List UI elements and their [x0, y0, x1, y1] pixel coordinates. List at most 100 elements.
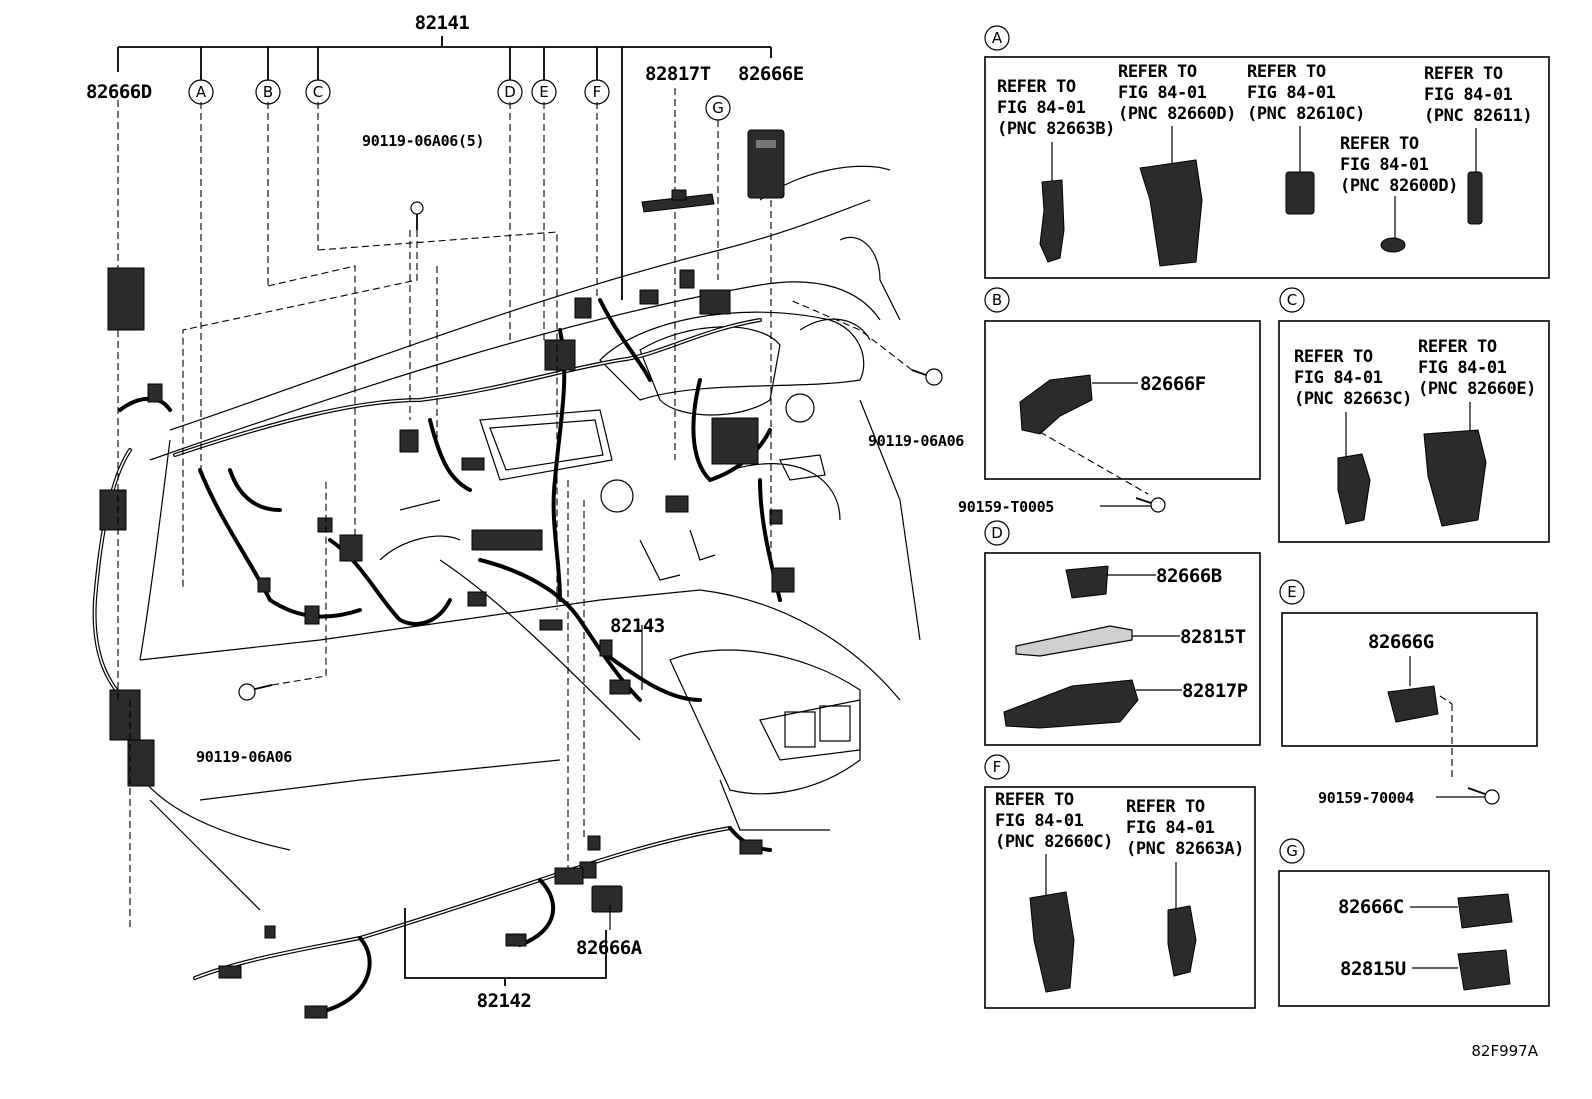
svg-text:FIG 84-01: FIG 84-01 — [1294, 368, 1383, 388]
svg-text:C: C — [1287, 291, 1297, 309]
svg-text:(PNC 82610C): (PNC 82610C) — [1247, 104, 1365, 124]
harness-82142-wires — [193, 826, 772, 1014]
label-82142: 82142 — [477, 990, 532, 1012]
label-bolt-right: 90119-06A06 — [868, 432, 964, 450]
detail-g-panel: G 82666C 82815U — [1278, 838, 1550, 1007]
detail-a-ref-1: REFER TO FIG 84-01 (PNC 82663B) — [997, 77, 1115, 139]
part-82666G-icon — [1387, 685, 1439, 723]
label-82815U: 82815U — [1340, 958, 1406, 980]
detail-a-parts-icons — [1039, 126, 1483, 267]
bolt-left-icon — [238, 683, 273, 701]
part-82666F-icon — [1019, 374, 1093, 435]
callout-c: C — [305, 79, 331, 105]
screw-90159-70004-icon — [1467, 787, 1500, 805]
svg-text:F: F — [993, 758, 1002, 776]
svg-text:FIG 84-01: FIG 84-01 — [1424, 85, 1513, 105]
svg-text:C: C — [313, 83, 323, 101]
svg-text:(PNC 82663A): (PNC 82663A) — [1126, 839, 1244, 859]
svg-text:FIG 84-01: FIG 84-01 — [1118, 83, 1207, 103]
callout-d: D — [497, 79, 523, 105]
detail-a-ref-4: REFER TO FIG 84-01 (PNC 82600D) — [1340, 134, 1458, 196]
label-82666F: 82666F — [1140, 373, 1206, 395]
svg-text:(PNC 82663C): (PNC 82663C) — [1294, 389, 1412, 409]
svg-text:B: B — [263, 83, 273, 101]
bolt-right-icon — [911, 368, 943, 386]
svg-text:REFER TO: REFER TO — [1418, 337, 1497, 357]
detail-a-ref-2: REFER TO FIG 84-01 (PNC 82660D) — [1118, 62, 1236, 124]
svg-text:REFER TO: REFER TO — [1126, 797, 1205, 817]
label-82666E: 82666E — [738, 63, 804, 85]
svg-text:REFER TO: REFER TO — [995, 790, 1074, 810]
bracket-82141 — [117, 36, 772, 300]
label-82141: 82141 — [415, 12, 470, 34]
label-82815T: 82815T — [1180, 626, 1246, 648]
svg-text:FIG 84-01: FIG 84-01 — [997, 98, 1086, 118]
svg-text:F: F — [593, 83, 602, 101]
harness-connectors — [99, 267, 795, 1019]
callout-f: F — [584, 79, 610, 105]
part-82817T-icon — [641, 189, 715, 213]
detail-c-ref-2: REFER TO FIG 84-01 (PNC 82660E) — [1418, 337, 1536, 399]
detail-a-ref-3: REFER TO FIG 84-01 (PNC 82610C) — [1247, 62, 1365, 124]
detail-a-panel: A REFER TO FIG 84-01 (PNC 82663B) REFER … — [984, 25, 1550, 279]
svg-text:REFER TO: REFER TO — [997, 77, 1076, 97]
label-82817T: 82817T — [645, 63, 711, 85]
svg-text:FIG 84-01: FIG 84-01 — [1418, 358, 1507, 378]
part-82817P-icon — [1003, 679, 1139, 729]
label-90159-70004: 90159-70004 — [1318, 789, 1414, 807]
svg-text:D: D — [504, 83, 516, 101]
svg-text:(PNC 82660E): (PNC 82660E) — [1418, 379, 1536, 399]
part-82666C-icon — [1457, 893, 1513, 929]
svg-text:(PNC 82611): (PNC 82611) — [1424, 106, 1532, 126]
harness-82141-wires — [92, 298, 782, 702]
label-82143: 82143 — [610, 615, 665, 637]
label-leaders — [404, 625, 643, 986]
svg-text:(PNC 82660D): (PNC 82660D) — [1118, 104, 1236, 124]
svg-text:FIG 84-01: FIG 84-01 — [1126, 818, 1215, 838]
label-90159-T0005: 90159-T0005 — [958, 498, 1054, 516]
svg-text:E: E — [1287, 583, 1296, 601]
label-82666G: 82666G — [1368, 631, 1434, 653]
svg-text:REFER TO: REFER TO — [1340, 134, 1419, 154]
svg-text:FIG 84-01: FIG 84-01 — [1340, 155, 1429, 175]
label-82666D: 82666D — [86, 81, 152, 103]
figure-code: 82F997A — [1471, 1042, 1538, 1060]
bolt-top-icon — [410, 201, 424, 230]
detail-f-parts-icons — [1029, 854, 1197, 993]
svg-text:A: A — [196, 83, 207, 101]
svg-text:(PNC 82660C): (PNC 82660C) — [995, 832, 1113, 852]
main-illustration: A B C D E F G 82141 82666D 82817T 8 — [86, 12, 965, 1019]
detail-c-panel: C REFER TO FIG 84-01 (PNC 82663C) REFER … — [1278, 287, 1550, 543]
callout-g: G — [705, 95, 731, 121]
svg-text:FIG 84-01: FIG 84-01 — [1247, 83, 1336, 103]
detail-c-parts-icons — [1337, 402, 1487, 527]
svg-text:B: B — [992, 291, 1002, 309]
label-82666B: 82666B — [1156, 565, 1222, 587]
screw-90159-T0005-icon — [1135, 497, 1166, 513]
svg-text:REFER TO: REFER TO — [1294, 347, 1373, 367]
part-82666A-icon — [591, 885, 623, 913]
svg-text:D: D — [991, 524, 1003, 542]
svg-text:E: E — [539, 83, 548, 101]
detail-b-panel: B 82666F 90159-T0005 — [958, 287, 1261, 516]
callout-e: E — [531, 79, 557, 105]
svg-text:REFER TO: REFER TO — [1247, 62, 1326, 82]
svg-text:A: A — [992, 29, 1003, 47]
svg-text:REFER TO: REFER TO — [1118, 62, 1197, 82]
label-82666A: 82666A — [576, 937, 643, 959]
svg-text:(PNC 82600D): (PNC 82600D) — [1340, 176, 1458, 196]
detail-c-ref-1: REFER TO FIG 84-01 (PNC 82663C) — [1294, 347, 1412, 409]
detail-f-panel: F REFER TO FIG 84-01 (PNC 82660C) REFER … — [984, 754, 1256, 1009]
dashed-leaders — [117, 88, 913, 930]
dashboard-outline — [129, 165, 921, 911]
part-82815T-icon — [1015, 625, 1133, 657]
detail-f-ref-1: REFER TO FIG 84-01 (PNC 82660C) — [995, 790, 1113, 852]
svg-text:REFER TO: REFER TO — [1424, 64, 1503, 84]
svg-text:FIG 84-01: FIG 84-01 — [995, 811, 1084, 831]
callout-a: A — [188, 79, 214, 105]
label-82817P: 82817P — [1182, 680, 1248, 702]
detail-f-ref-2: REFER TO FIG 84-01 (PNC 82663A) — [1126, 797, 1244, 859]
callout-b: B — [255, 79, 281, 105]
detail-e-panel: E 82666G 90159-70004 — [1279, 579, 1538, 807]
